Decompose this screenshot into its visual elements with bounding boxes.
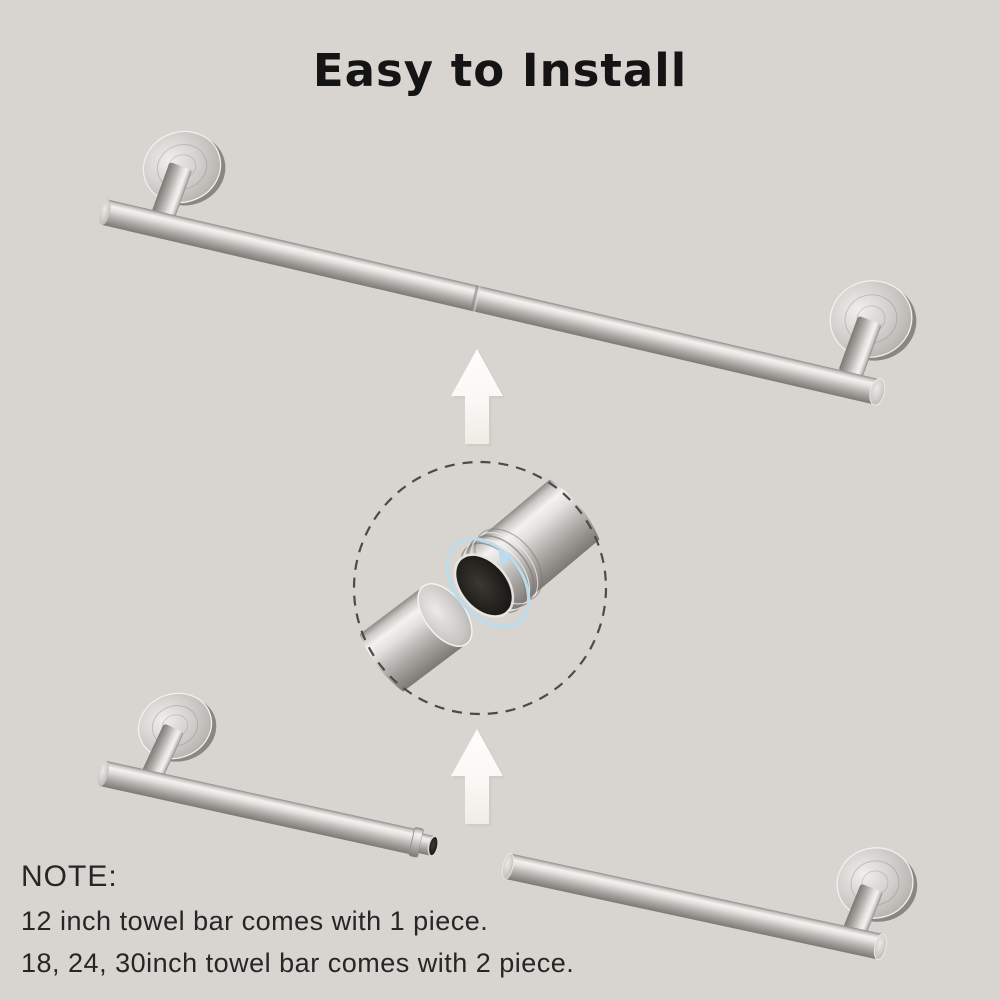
magnifier-dashed-circle-icon — [352, 460, 608, 716]
wall-flange — [137, 692, 217, 762]
wall-flange — [836, 847, 918, 922]
page-title: Easy to Install — [312, 44, 688, 97]
flange-post — [149, 162, 192, 228]
note-line-2: 18, 24, 30inch towel bar comes with 2 pi… — [21, 948, 575, 978]
wall-flange — [829, 280, 917, 361]
joint-seam — [470, 285, 480, 312]
assembled-towel-bar — [99, 130, 917, 406]
connector-detail — [351, 459, 609, 717]
flange-post — [140, 724, 183, 785]
up-arrow-icon — [451, 729, 506, 827]
bar-rod — [97, 760, 439, 858]
bar-rod — [99, 199, 886, 406]
open-end — [427, 835, 439, 857]
pipe-end-threaded — [453, 459, 609, 618]
note-heading: NOTE: — [21, 860, 118, 893]
flange-post — [839, 316, 881, 378]
note-block: NOTE: 12 inch towel bar comes with 1 pie… — [21, 860, 574, 990]
note-line-1: 12 inch towel bar comes with 1 piece. — [21, 906, 489, 936]
towel-bar-piece-right — [501, 847, 918, 960]
bar-rod — [501, 853, 887, 960]
towel-bar-piece-left — [97, 692, 439, 858]
up-arrow-icon — [451, 349, 506, 447]
